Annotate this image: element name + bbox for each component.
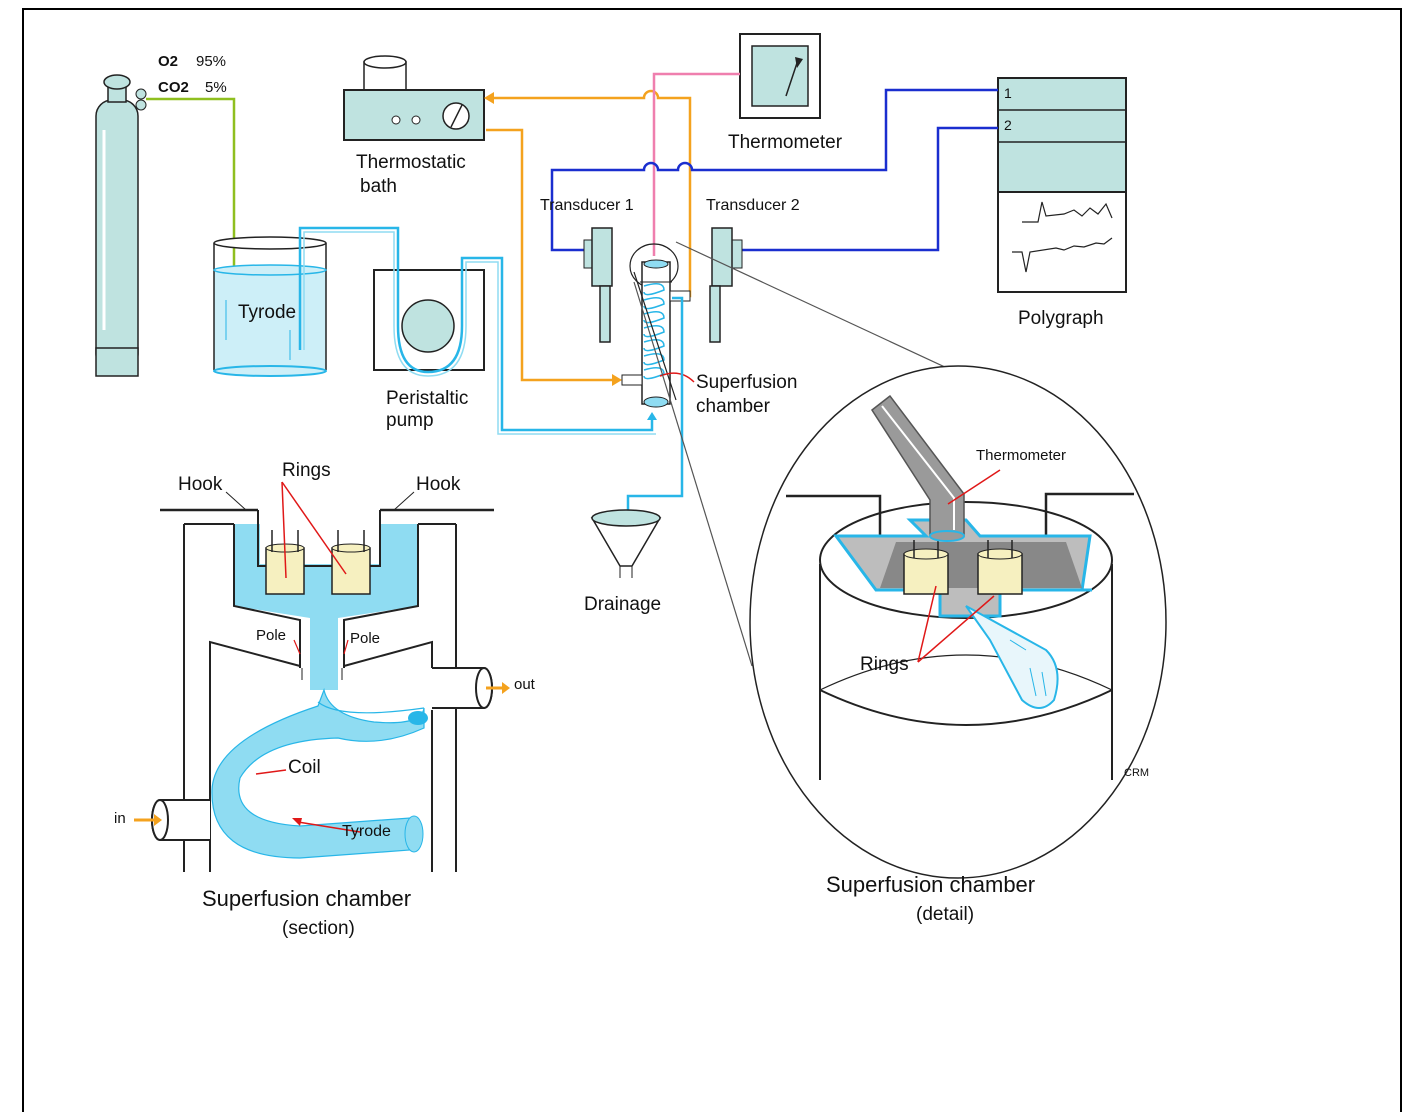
thermometer: Thermometer <box>728 34 843 153</box>
section-rings-label: Rings <box>282 460 331 481</box>
peristaltic-label-1: Peristaltic <box>386 388 468 409</box>
gas-composition-label: O2 95% CO2 5% <box>158 53 227 96</box>
thermometer-label: Thermometer <box>728 132 843 153</box>
o2-label: O2 <box>158 53 178 70</box>
thermostatic-label-1: Thermostatic <box>356 152 466 173</box>
section-subtitle: (section) <box>282 918 355 939</box>
superfusion-chamber-label-2: chamber <box>696 396 771 417</box>
section-hook-right-label: Hook <box>416 474 461 495</box>
drainage-label: Drainage <box>584 594 661 615</box>
section-in-label: in <box>114 810 126 827</box>
section-hook-left-label: Hook <box>178 474 223 495</box>
tyrode-beaker: Tyrode <box>214 237 326 376</box>
co2-label: CO2 <box>158 79 189 96</box>
co2-percent: 5% <box>205 79 227 96</box>
transducer-1 <box>584 228 612 342</box>
section-pole-right-label: Pole <box>350 630 380 647</box>
detail-thermometer-label: Thermometer <box>976 447 1066 464</box>
detail-subtitle: (detail) <box>916 904 974 925</box>
thermostatic-label-2: bath <box>360 176 397 197</box>
transducer-2 <box>710 228 742 342</box>
artist-signature: CRM <box>1124 767 1149 779</box>
peristaltic-label-2: pump <box>386 410 434 431</box>
gas-cylinder <box>96 75 146 376</box>
polygraph: 1 2 Polygraph <box>998 78 1126 329</box>
section-view: Hook Rings Hook Pole Pole out Coil in Ty… <box>114 460 536 939</box>
thermostatic-bath: Thermostatic bath <box>344 56 484 197</box>
tyrode-label: Tyrode <box>238 302 296 323</box>
section-out-label: out <box>514 676 536 693</box>
section-title: Superfusion chamber <box>202 886 411 911</box>
transducer-1-label: Transducer 1 <box>540 197 634 214</box>
detail-title: Superfusion chamber <box>826 872 1035 897</box>
o2-percent: 95% <box>196 53 226 70</box>
section-pole-left-label: Pole <box>256 627 286 644</box>
section-tyrode-label: Tyrode <box>342 823 391 840</box>
channel-2-label: 2 <box>1004 117 1012 133</box>
transducer-2-label: Transducer 2 <box>706 197 800 214</box>
section-coil-label: Coil <box>288 757 321 778</box>
superfusion-chamber-label-1: Superfusion <box>696 372 797 393</box>
polygraph-label: Polygraph <box>1018 308 1104 329</box>
channel-1-label: 1 <box>1004 85 1012 101</box>
detail-view: Thermometer Rings CRM Superfusion chambe… <box>750 366 1166 925</box>
drainage-funnel: Drainage <box>584 510 661 615</box>
peristaltic-pump: Peristaltic pump <box>374 270 484 431</box>
detail-rings-label: Rings <box>860 654 909 675</box>
